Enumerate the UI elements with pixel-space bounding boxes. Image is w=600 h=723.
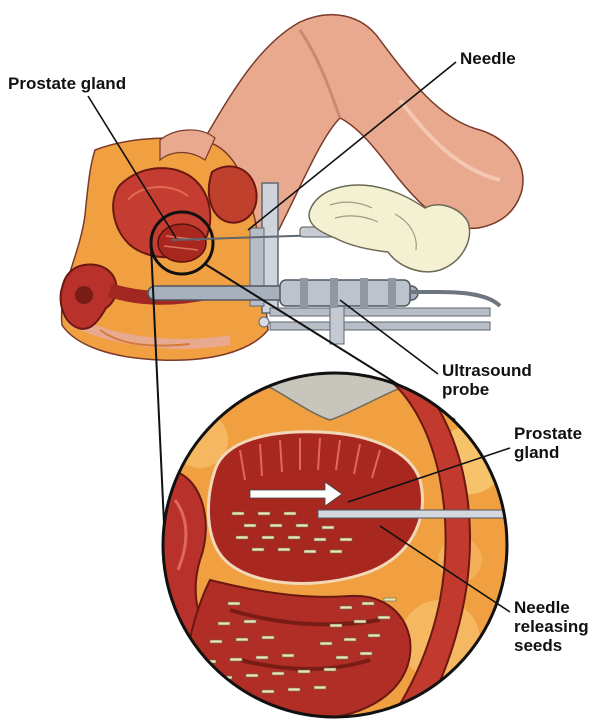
inset-needle: [318, 510, 518, 518]
label-prostate-gland-top: Prostate gland: [8, 74, 126, 93]
label-seeds-line3: seeds: [514, 636, 589, 655]
label-ultrasound-line1: Ultrasound: [442, 361, 532, 380]
scrotum: [209, 166, 257, 222]
label-prostate-inset-line1: Prostate: [514, 424, 582, 443]
label-ultrasound-probe: Ultrasound probe: [442, 361, 532, 399]
label-needle: Needle: [460, 49, 516, 68]
prostate-gland-small: [158, 224, 206, 262]
label-prostate-inset-line2: gland: [514, 443, 582, 462]
label-ultrasound-line2: probe: [442, 380, 532, 399]
label-prostate-gland-inset: Prostate gland: [514, 424, 582, 462]
magnified-inset: [160, 360, 518, 720]
label-needle-releasing-seeds: Needle releasing seeds: [514, 598, 589, 655]
label-seeds-line1: Needle: [514, 598, 589, 617]
label-seeds-line2: releasing: [514, 617, 589, 636]
